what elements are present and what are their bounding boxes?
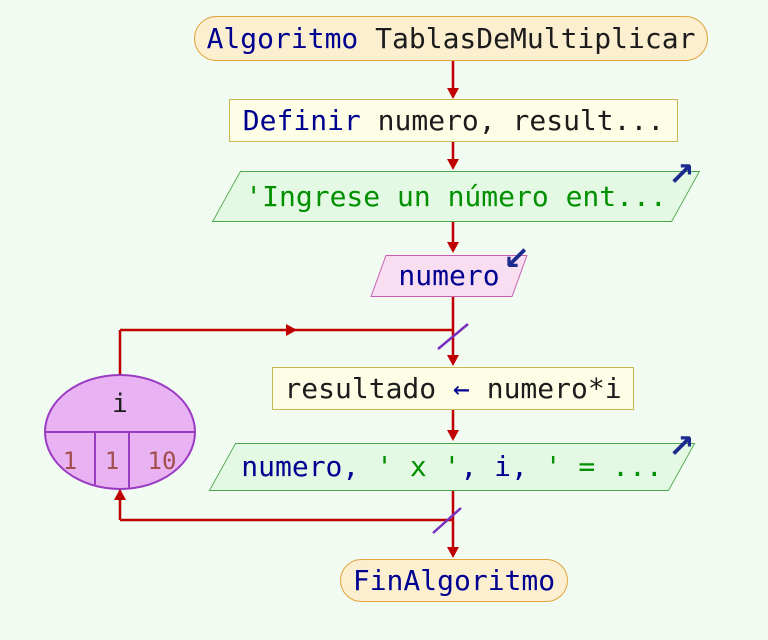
loop-variable: i [46,376,194,433]
input-arrow-icon: ↙ [503,239,530,277]
loop-slash-icon [437,323,469,350]
loop-step-value: 1 [96,433,130,488]
result-output-var2: , i, [460,450,545,483]
start-name: TablasDeMultiplicar [375,21,696,55]
loop-slash-icon [432,507,462,534]
number-input-node[interactable]: numero [378,255,520,297]
arrowhead-down-icon [447,430,459,441]
loop-slash-marks [432,323,469,534]
end-label: FinAlgoritmo [352,563,556,597]
result-output-var1: numero, [241,450,377,483]
assignment-operator: ← [453,371,487,405]
define-keyword: Definir [242,103,378,137]
end-node[interactable]: FinAlgoritmo [340,559,568,602]
define-node[interactable]: Definir numero, result... [229,99,678,142]
assignment-target: resultado [284,371,453,405]
define-args: numero, result... [377,103,665,137]
start-keyword: Algoritmo [206,21,376,55]
loop-end-value: 10 [147,446,177,475]
arrowhead-down-icon [447,242,459,253]
start-node[interactable]: Algoritmo TablasDeMultiplicar [194,16,708,61]
result-output-str1: ' x ' [376,450,461,483]
output-arrow-icon-2: ↗ [668,427,695,465]
result-output-str2: ' = ... [544,450,663,483]
loop-start-value: 1 [46,433,96,488]
arrowhead-down-icon [447,547,459,558]
number-input-text: numero [398,259,500,292]
arrowhead-down-icon [447,88,459,99]
prompt-output-node[interactable]: 'Ingrese un número ent... [226,171,686,222]
flow-arrowheads [114,88,459,558]
arrowhead-up-icon [114,489,126,500]
arrowhead-down-icon [447,159,459,170]
prompt-output-text: 'Ingrese un número ent... [245,179,667,213]
arrowhead-right-icon [286,324,297,336]
loop-params: 1 1 10 [46,433,194,488]
result-output-node[interactable]: numero, ' x ', i, ' = ... [222,443,682,491]
assignment-expression: numero*i [486,371,622,405]
arrowhead-down-icon [447,355,459,366]
output-arrow-icon: ↗ [668,155,695,193]
assignment-node[interactable]: resultado ← numero*i [272,367,634,410]
for-loop-node[interactable]: i 1 1 10 [44,374,196,490]
